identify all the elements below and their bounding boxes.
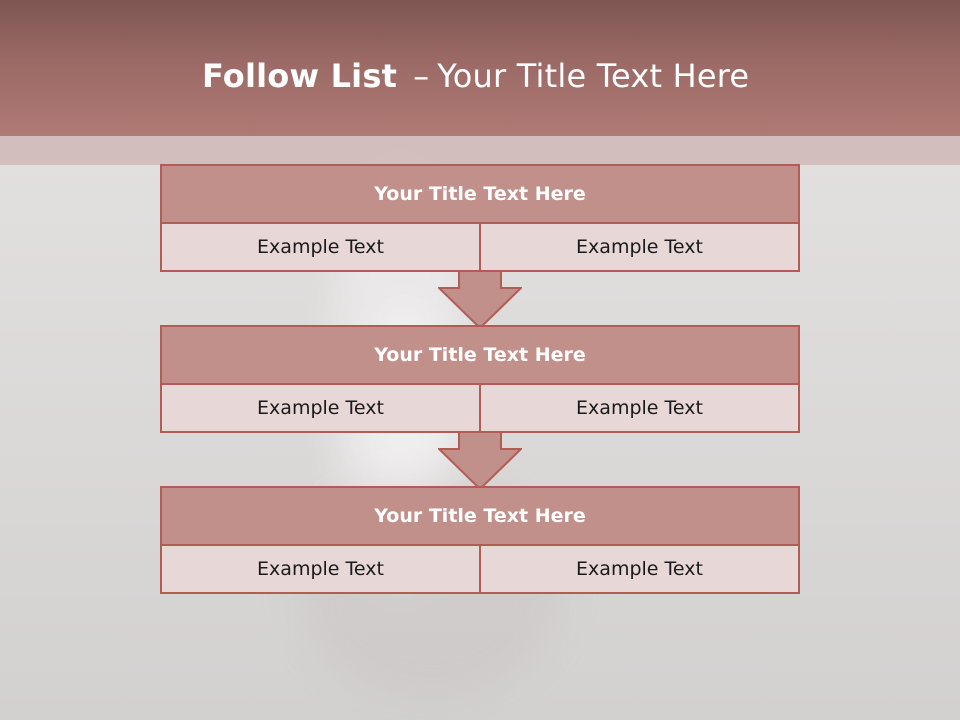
step-title: Your Title Text Here: [162, 166, 798, 224]
step-box-1: Your Title Text Here Example Text Exampl…: [160, 164, 800, 272]
down-arrow-icon: [438, 432, 522, 490]
step-box-3: Your Title Text Here Example Text Exampl…: [160, 486, 800, 594]
step-cells: Example Text Example Text: [162, 385, 798, 431]
step-left-text: Example Text: [162, 546, 481, 592]
step-cells: Example Text Example Text: [162, 546, 798, 592]
slide-title: Follow List–Your Title Text Here: [202, 54, 749, 98]
step-left-text: Example Text: [162, 385, 481, 431]
header-band: [0, 0, 960, 136]
step-right-text: Example Text: [576, 397, 703, 419]
step-cells: Example Text Example Text: [162, 224, 798, 270]
step-right-text: Example Text: [576, 558, 703, 580]
down-arrow-icon: [438, 271, 522, 329]
slide-title-rest: Your Title Text Here: [437, 57, 750, 95]
step-title: Your Title Text Here: [162, 327, 798, 385]
header-strip: [0, 136, 960, 165]
step-right-text: Example Text: [576, 236, 703, 258]
slide-title-separator: –: [413, 57, 430, 95]
step-left-text: Example Text: [162, 224, 481, 270]
step-title: Your Title Text Here: [162, 488, 798, 546]
step-box-2: Your Title Text Here Example Text Exampl…: [160, 325, 800, 433]
slide-title-bold: Follow List: [202, 57, 398, 95]
